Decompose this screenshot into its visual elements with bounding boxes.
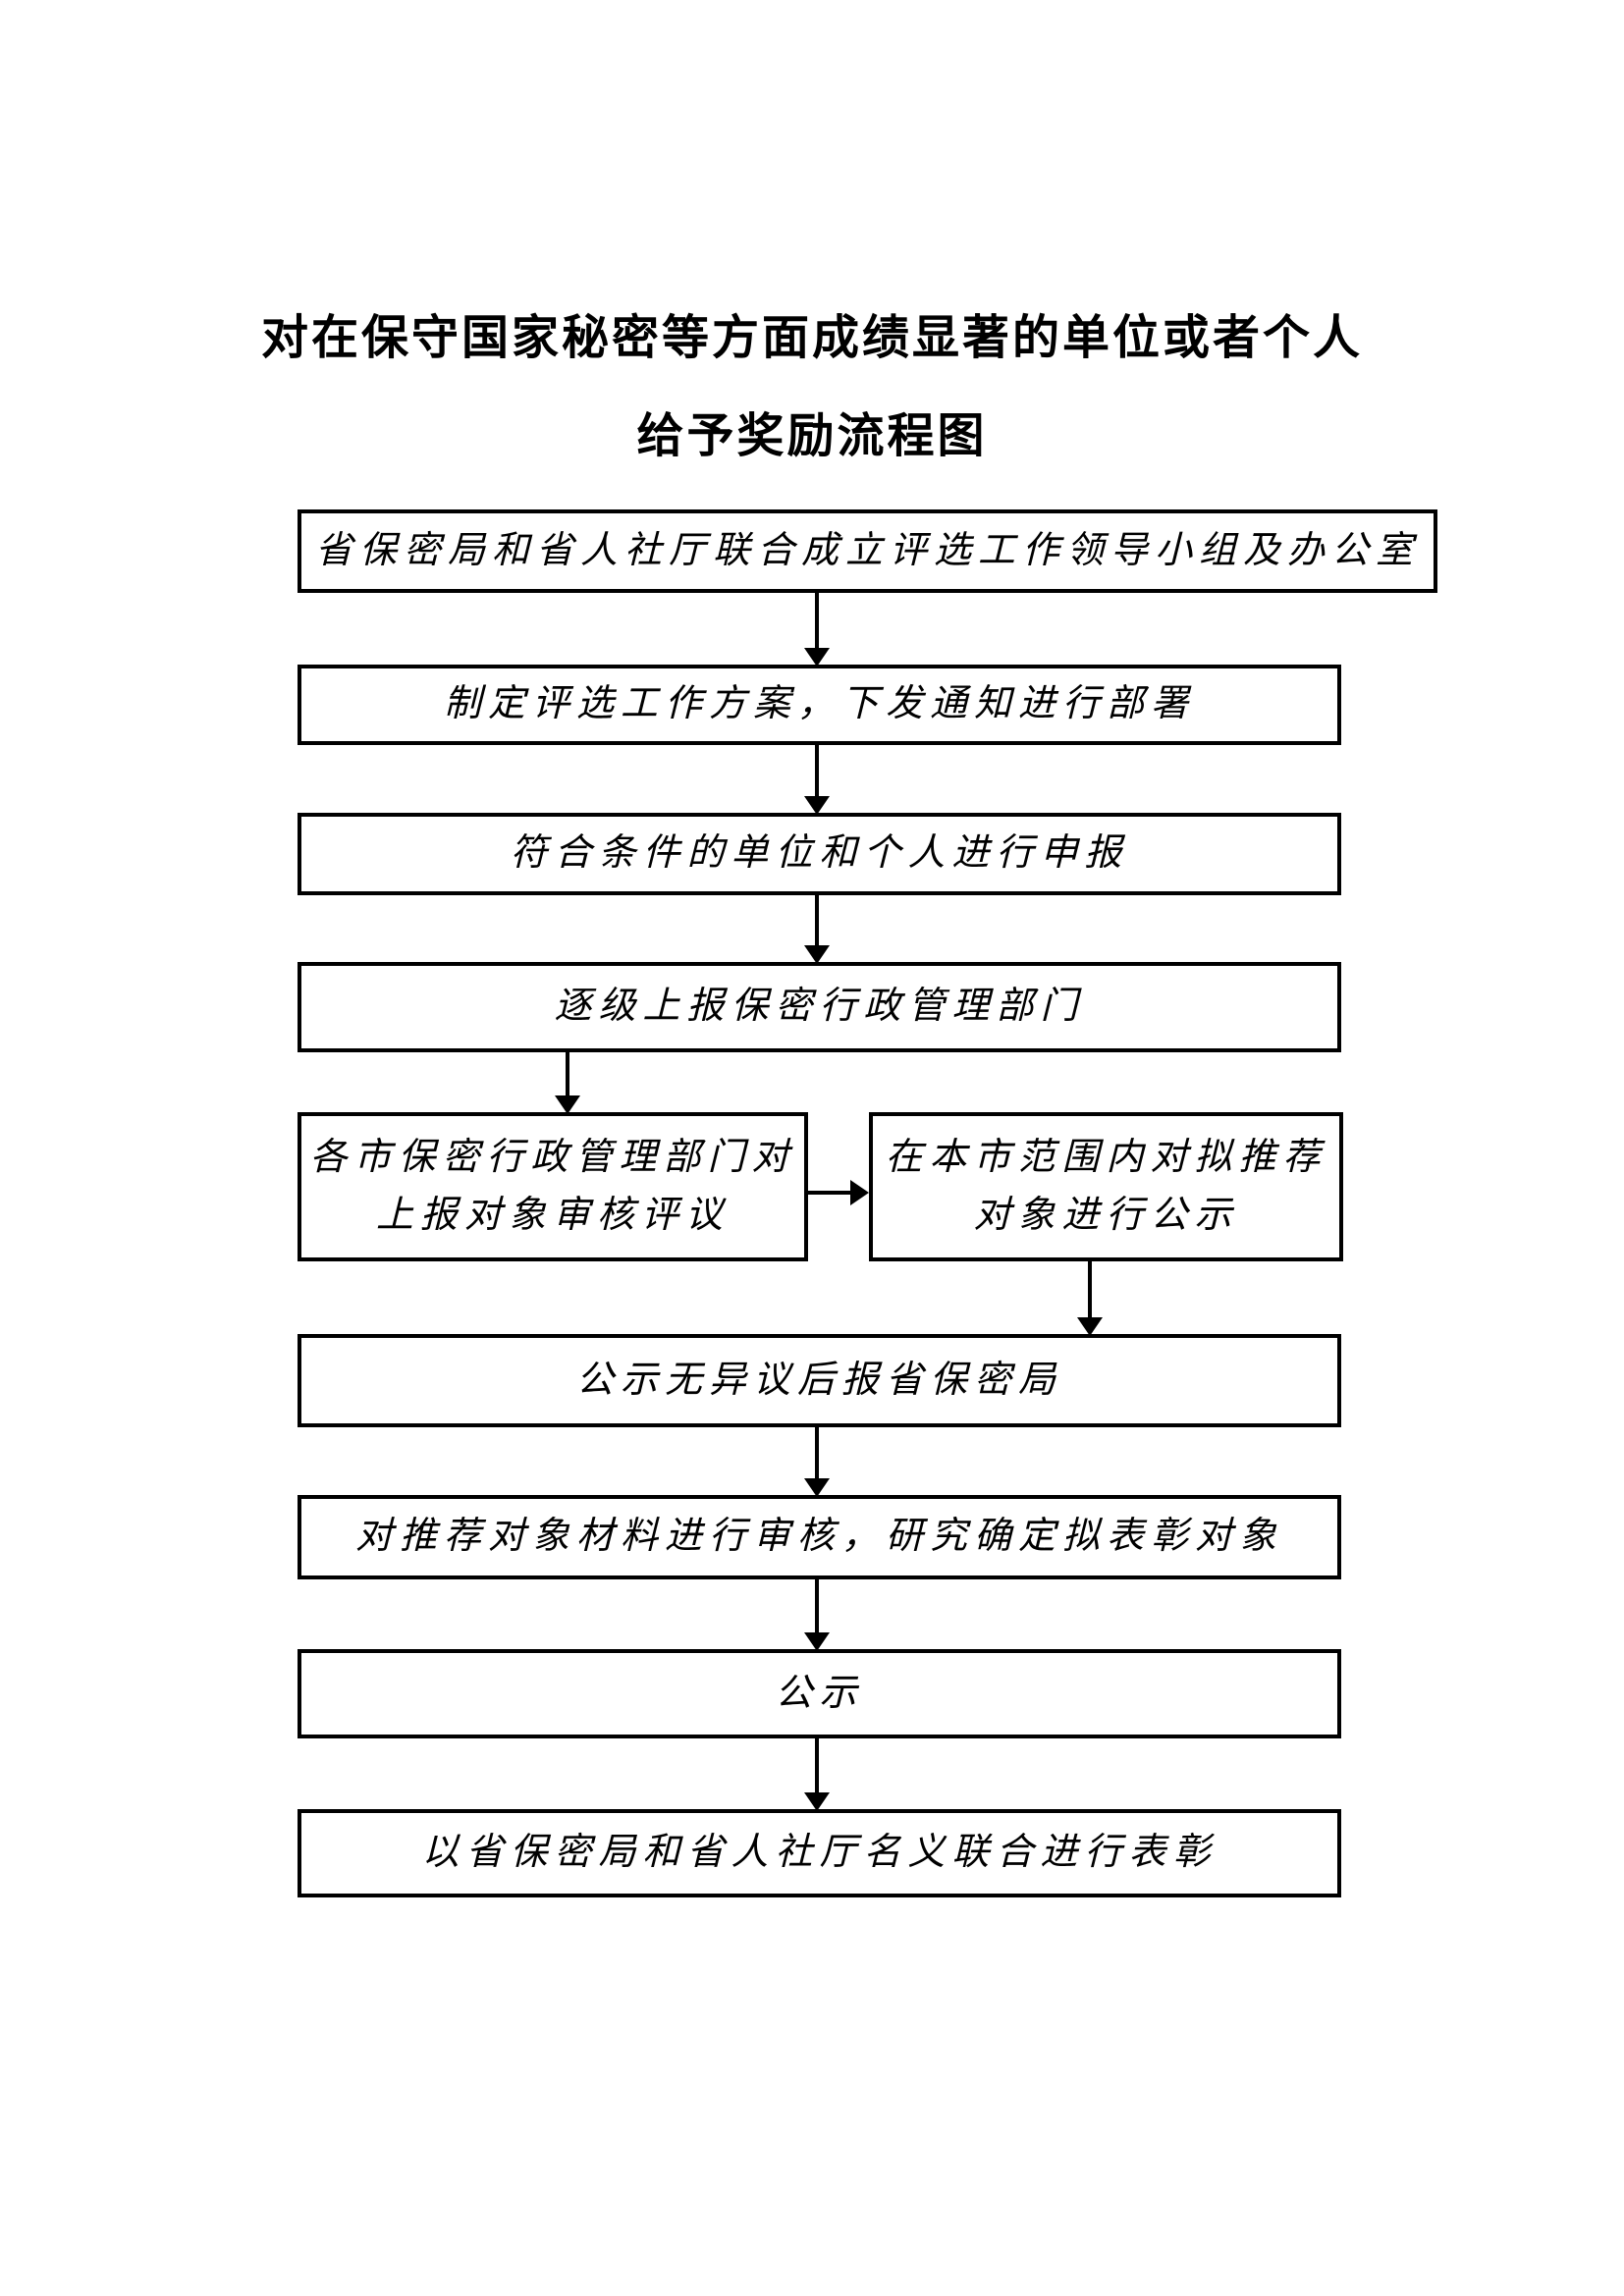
arrow-down-icon <box>804 591 830 667</box>
flow-step-report-province: 公示无异议后报省保密局 <box>298 1334 1341 1427</box>
flow-step-label-line1: 在本市范围内对拟推荐 <box>885 1137 1327 1178</box>
flow-step-label: 符合条件的单位和个人进行申报 <box>510 832 1129 875</box>
flow-step-label: 公示 <box>775 1672 864 1714</box>
arrow-shaft <box>808 1191 850 1195</box>
title-line-1: 对在保守国家秘密等方面成绩显著的单位或者个人 <box>260 312 1363 364</box>
flow-step-city-review: 各市保密行政管理部门对 上报对象审核评议 <box>298 1112 808 1261</box>
arrow-shaft <box>815 893 819 945</box>
arrow-shaft <box>815 1736 819 1792</box>
arrow-head <box>850 1180 869 1205</box>
flow-step-label: 公示无异议后报省保密局 <box>575 1359 1062 1401</box>
flow-step-eligible-apply: 符合条件的单位和个人进行申报 <box>298 813 1341 895</box>
flow-step-report-upward: 逐级上报保密行政管理部门 <box>298 962 1341 1052</box>
arrow-down-icon <box>1077 1259 1103 1336</box>
flow-step-label-line1: 各市保密行政管理部门对 <box>309 1137 796 1178</box>
flow-step-city-publicity: 在本市范围内对拟推荐 对象进行公示 <box>869 1112 1343 1261</box>
title-line-2: 给予奖励流程图 <box>636 410 988 462</box>
arrow-down-icon <box>804 743 830 815</box>
arrow-head <box>1077 1317 1103 1336</box>
flow-step-label: 制定评选工作方案，下发通知进行部署 <box>443 683 1195 725</box>
flow-step-make-plan: 制定评选工作方案，下发通知进行部署 <box>298 665 1341 745</box>
arrow-shaft <box>815 743 819 796</box>
flow-step-joint-commendation: 以省保密局和省人社厅名义联合进行表彰 <box>298 1809 1341 1897</box>
flow-step-label: 以省保密局和省人社厅名义联合进行表彰 <box>421 1832 1218 1874</box>
flow-step-material-review: 对推荐对象材料进行审核，研究确定拟表彰对象 <box>298 1495 1341 1579</box>
arrow-head <box>804 1792 830 1811</box>
arrow-head <box>804 1632 830 1651</box>
arrow-shaft <box>566 1050 569 1095</box>
arrow-head <box>804 1478 830 1497</box>
arrow-down-icon <box>804 893 830 964</box>
arrow-shaft <box>815 1577 819 1632</box>
flow-step-setup-leading-group: 省保密局和省人社厅联合成立评选工作领导小组及办公室 <box>298 509 1437 593</box>
flow-step-label-line2: 上报对象审核评议 <box>375 1194 730 1236</box>
arrow-down-icon <box>804 1425 830 1497</box>
flow-step-label-line2: 对象进行公示 <box>973 1194 1239 1236</box>
arrow-right-icon <box>808 1180 869 1205</box>
arrow-shaft <box>815 591 819 648</box>
arrow-shaft <box>1088 1259 1092 1317</box>
arrow-head <box>804 945 830 964</box>
arrow-down-icon <box>804 1577 830 1651</box>
arrow-head <box>804 648 830 667</box>
arrow-down-icon <box>804 1736 830 1811</box>
flow-step-publicity: 公示 <box>298 1649 1341 1738</box>
flowchart-title: 对在保守国家秘密等方面成绩显著的单位或者个人 给予奖励流程图 <box>0 290 1624 486</box>
arrow-head <box>804 796 830 815</box>
flow-step-label: 省保密局和省人社厅联合成立评选工作领导小组及办公室 <box>314 529 1420 571</box>
arrow-shaft <box>815 1425 819 1478</box>
flow-step-label: 逐级上报保密行政管理部门 <box>554 986 1085 1028</box>
flow-step-label: 对推荐对象材料进行审核，研究确定拟表彰对象 <box>354 1516 1283 1558</box>
arrow-down-icon <box>555 1050 580 1114</box>
arrow-head <box>555 1095 580 1114</box>
